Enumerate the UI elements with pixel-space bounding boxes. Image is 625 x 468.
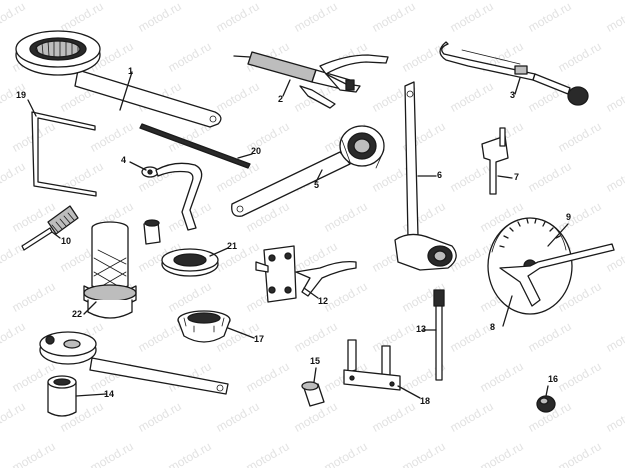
tool-17-castle-cap: [177, 310, 231, 343]
tool-10-threaded-driver: [21, 205, 79, 251]
callout-5: 5: [314, 180, 320, 190]
tool-19-bent-rod: [31, 111, 97, 197]
tool-22-cylinder: [83, 221, 137, 319]
callout-19: 19: [16, 90, 27, 100]
callout-16: 16: [548, 374, 559, 384]
callout-7: 7: [514, 172, 520, 182]
tool-5-socket-wrench: [231, 125, 385, 217]
tool-16-cap: [536, 395, 556, 413]
callout-22: 22: [72, 309, 83, 319]
callout-20: 20: [251, 146, 262, 156]
tool-14-hub-spanner: [39, 331, 229, 417]
callout-8: 8: [490, 322, 496, 332]
callout-21: 21: [227, 241, 238, 251]
tool-18-frame-fixture: [343, 339, 401, 391]
callout-3: 3: [510, 90, 516, 100]
tool-20-thin-rod: [139, 123, 251, 169]
callout-12: 12: [318, 296, 329, 306]
callout-18: 18: [420, 396, 431, 406]
leader-lines: [27, 71, 569, 399]
callout-14: 14: [104, 389, 115, 399]
tool-8-9-degree-wheel: [487, 217, 615, 315]
tool-6-long-bar: [394, 81, 457, 271]
callout-4: 4: [121, 155, 127, 165]
callout-15: 15: [310, 356, 321, 366]
tool-2-puller: [233, 51, 389, 109]
callout-2: 2: [278, 94, 284, 104]
callout-10: 10: [61, 236, 72, 246]
callout-13: 13: [416, 324, 427, 334]
tool-3-hook-puller: [439, 41, 589, 106]
tool-13-probe: [433, 289, 445, 381]
callout-17: 17: [254, 334, 265, 344]
callout-6: 6: [437, 170, 443, 180]
tool-7-pin-gauge: [481, 127, 509, 195]
tool-21-washer: [161, 248, 219, 277]
tool-1-ring-spanner: [15, 30, 222, 128]
callout-1: 1: [128, 66, 134, 76]
tool-15-plug: [301, 381, 325, 407]
tool-12-flange-puller: [255, 245, 357, 303]
tool-4-crank-key: [141, 162, 203, 245]
callout-9: 9: [566, 212, 572, 222]
